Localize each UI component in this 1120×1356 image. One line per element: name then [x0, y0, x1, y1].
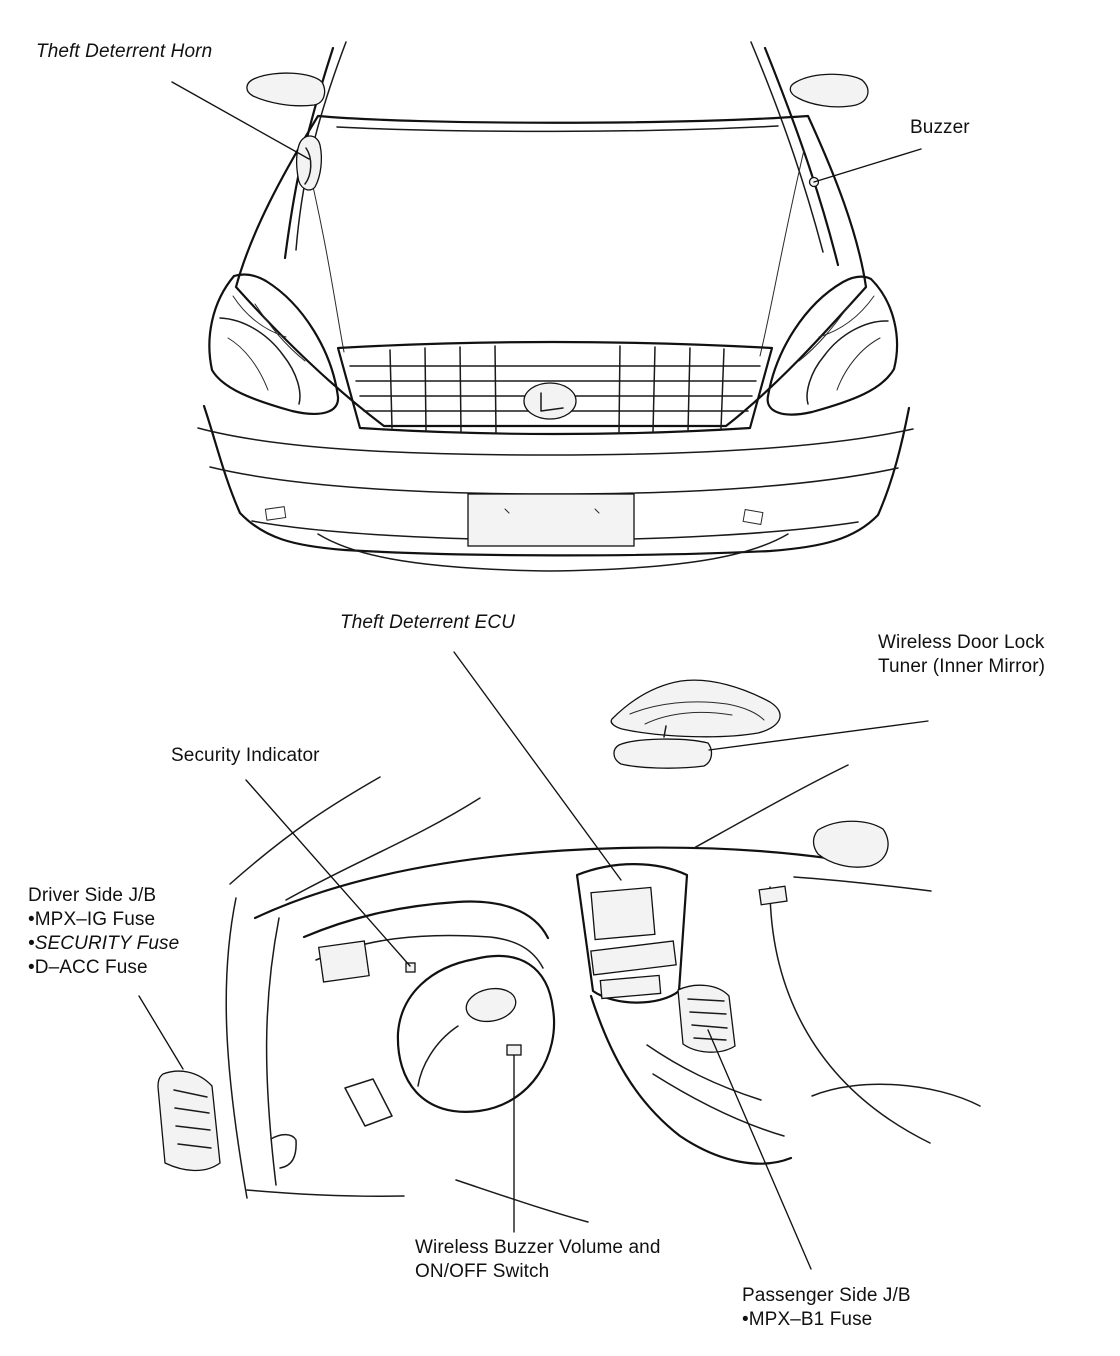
label-theft-deterrent-horn: Theft Deterrent Horn [36, 40, 212, 64]
right-headlamp-inner [806, 320, 889, 405]
right-air-vent [758, 885, 788, 906]
dashboard-top [253, 846, 836, 920]
bumper-valance [317, 533, 789, 572]
passenger-side-jb-title: Passenger Side J/B [742, 1285, 911, 1306]
passenger-side-jb-detail [687, 998, 728, 1041]
buzzer-text: Buzzer [910, 117, 970, 138]
inner-mirror [613, 738, 713, 769]
windshield-edge [285, 797, 481, 901]
center-console-lower [589, 994, 793, 1165]
windshield-right-pillar [763, 46, 840, 267]
security-indicator-text: Security Indicator [171, 745, 320, 766]
hood-center-line [336, 125, 779, 133]
floor-edge-center [455, 1179, 589, 1223]
security-indicator-lamp [405, 962, 416, 973]
callout-lines [138, 81, 929, 1270]
driver-side-jb-body [157, 1070, 221, 1172]
climate-controls [599, 974, 662, 1000]
right-side-line [769, 886, 931, 1144]
theft-deterrent-ecu-text: Theft Deterrent ECU [340, 612, 516, 633]
horn-detail [304, 147, 312, 185]
label-theft-deterrent-ecu: Theft Deterrent ECU [340, 611, 515, 635]
roofline-left [229, 776, 381, 885]
callout-security-indicator [245, 779, 411, 967]
left-fog-lamp [264, 506, 287, 521]
callout-wireless-door-lock-tuner [708, 720, 929, 751]
right-side-mirror-interior [812, 820, 889, 868]
theft-deterrent-horn-text: Theft Deterrent Horn [36, 41, 213, 62]
lexus-emblem [523, 382, 577, 420]
callout-buzzer [813, 148, 922, 183]
label-wireless-buzzer-volume: Wireless Buzzer Volume and ON/OFF Switch [415, 1236, 660, 1284]
hood-crease-right [759, 149, 805, 357]
wireless-buzzer-switch [506, 1044, 522, 1056]
driver-side-jb-title: Driver Side J/B [28, 885, 157, 906]
label-wireless-door-lock-tuner: Wireless Door Lock Tuner (Inner Mirror) [878, 631, 1045, 679]
left-headlamp-lens [227, 295, 306, 391]
wireless-door-lock-tuner-line2: Tuner (Inner Mirror) [878, 656, 1046, 677]
floor-edge-left [246, 1189, 405, 1197]
passenger-footwell [652, 1073, 785, 1137]
license-plate-screws [504, 508, 600, 514]
label-buzzer: Buzzer [910, 116, 970, 140]
left-air-vent [317, 940, 370, 983]
passenger-side-jb-body [677, 984, 736, 1053]
left-headlamp [208, 273, 340, 415]
hood-outline [234, 114, 868, 428]
steering-hub [465, 987, 517, 1023]
left-headlamp-inner [219, 317, 301, 405]
wireless-buzzer-volume-line1: Wireless Buzzer Volume and [415, 1237, 661, 1258]
mirror-stem [663, 725, 667, 738]
overhead-console [610, 679, 781, 738]
grille-outline [336, 340, 774, 436]
driver-side-jb-detail [173, 1089, 212, 1149]
vehicle-front-view [197, 41, 914, 572]
grille-verticals [389, 345, 725, 434]
label-security-indicator: Security Indicator [171, 744, 320, 768]
wireless-buzzer-volume-line2: ON/OFF Switch [415, 1261, 550, 1282]
right-door-line [793, 876, 932, 892]
steering-wheel [396, 954, 556, 1113]
bumper-mid-line [209, 466, 899, 495]
label-passenger-side-jb: Passenger Side J/B •MPX–B1 Fuse [742, 1284, 911, 1332]
wireless-door-lock-tuner-line1: Wireless Door Lock [878, 632, 1045, 653]
callout-driver-side-jb [138, 995, 184, 1070]
center-vents [590, 940, 677, 976]
steering-column [417, 1025, 459, 1087]
front-bumper-outline [202, 404, 911, 557]
callout-passenger-side-jb [707, 1029, 812, 1270]
callout-theft-deterrent-ecu [453, 651, 622, 881]
console-bin-line [646, 1044, 762, 1101]
driver-side-jb-item-3: •D–ACC Fuse [28, 957, 148, 978]
pedal-right [270, 1133, 297, 1169]
a-pillar-left [225, 897, 248, 1199]
passenger-side-jb-item-1: •MPX–B1 Fuse [742, 1309, 873, 1330]
theft-deterrent-horn-body [295, 135, 322, 191]
grille-bars [349, 365, 761, 412]
a-pillar-left-inner [265, 917, 280, 1186]
right-side-mirror [789, 73, 869, 108]
right-headlamp-lens [798, 295, 881, 391]
lexus-emblem-detail [540, 392, 564, 412]
label-driver-side-jb: Driver Side J/B •MPX–IG Fuse •SECURITY F… [28, 884, 179, 980]
center-console-stack [575, 863, 689, 1004]
driver-side-jb-item-2: •SECURITY Fuse [28, 933, 180, 954]
vehicle-interior-view [157, 679, 981, 1223]
right-fog-lamp [742, 509, 764, 525]
roofline-right [693, 764, 849, 849]
bumper-upper-line [197, 427, 914, 456]
license-plate [467, 493, 635, 547]
right-headlamp [766, 275, 899, 416]
overhead-console-detail [629, 701, 765, 725]
center-display [590, 886, 656, 941]
roof-line-right [750, 41, 824, 253]
instrument-cluster-hood [302, 900, 550, 940]
callout-theft-deterrent-horn [171, 81, 310, 160]
passenger-seat-edge [811, 1083, 981, 1107]
driver-side-jb-item-1: •MPX–IG Fuse [28, 909, 156, 930]
pedal-left [344, 1078, 393, 1127]
left-side-mirror [246, 72, 326, 107]
